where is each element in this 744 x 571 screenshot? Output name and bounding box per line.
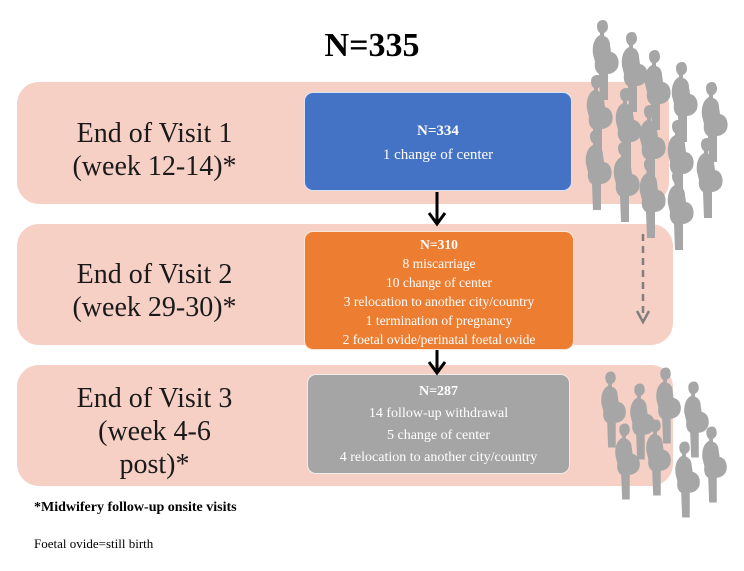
total-count: N=335 xyxy=(324,27,420,64)
visit-1-label-line-2: (week 12-14)* xyxy=(72,151,237,182)
pregnant-woman-icon xyxy=(696,138,723,218)
pregnant-woman-icon xyxy=(630,383,655,460)
pregnant-woman-icon xyxy=(621,32,648,112)
pregnant-woman-icon xyxy=(702,426,727,503)
pregnant-woman-icon xyxy=(592,20,619,100)
pregnant-woman-icon xyxy=(585,130,612,210)
pregnant-woman-icon xyxy=(639,105,666,185)
pregnant-woman-icon xyxy=(586,75,613,155)
visit-3-label-line-3: post)* xyxy=(119,449,190,480)
visit-3-box: N=287 14 follow-up withdrawal 5 change o… xyxy=(307,374,570,474)
visit-3-label-line-1: End of Visit 3 xyxy=(76,383,233,414)
pregnant-woman-icon xyxy=(667,170,694,250)
visit-2-label-line-1: End of Visit 2 xyxy=(76,259,233,290)
pregnant-woman-icon xyxy=(667,120,694,200)
visit-1-label: End of Visit 1 (week 12-14)* xyxy=(17,117,292,183)
dashed-arrow-icon xyxy=(635,234,651,325)
visit-2-detail-5: 2 foetal ovide/perinatal foetal ovide xyxy=(342,332,536,347)
pregnant-woman-icon xyxy=(615,423,640,500)
visit-3-label-line-2: (week 4-6 xyxy=(98,416,211,447)
visits-footnote: *Midwifery follow-up onsite visits xyxy=(34,500,237,515)
pregnant-woman-icon xyxy=(684,381,709,458)
visit-1-box: N=334 1 change of center xyxy=(304,92,572,191)
visit-2-detail-4: 1 termination of pregnancy xyxy=(365,313,513,328)
visit-3-label: End of Visit 3 (week 4-6 post)* xyxy=(17,382,292,481)
visit-2-detail-3: 3 relocation to another city/country xyxy=(343,294,535,309)
pregnant-woman-icon xyxy=(615,88,642,168)
visit-2-detail-2: 10 change of center xyxy=(385,275,493,290)
arrow-visit-2-to-3 xyxy=(427,350,447,376)
definition-footnote: Foetal ovide=still birth xyxy=(34,536,154,551)
pregnant-woman-icon xyxy=(639,158,666,238)
pregnant-woman-icon xyxy=(613,142,640,222)
visit-3-count: N=287 xyxy=(418,384,459,399)
visit-2-label: End of Visit 2 (week 29-30)* xyxy=(17,258,292,324)
visit-2-label-line-2: (week 29-30)* xyxy=(72,292,237,323)
visit-3-detail-2: 5 change of center xyxy=(387,428,490,443)
visit-2-box: N=310 8 miscarriage 10 change of center … xyxy=(304,231,574,350)
pregnant-woman-icon xyxy=(644,50,671,130)
pregnant-woman-icon xyxy=(701,82,728,162)
visit-2-count: N=310 xyxy=(420,237,458,252)
pregnant-woman-icon xyxy=(601,371,626,448)
pregnant-woman-icon xyxy=(671,62,698,142)
visit-1-count: N=334 xyxy=(417,123,459,139)
visit-3-detail-1: 14 follow-up withdrawal xyxy=(368,406,509,421)
pregnant-woman-icon xyxy=(675,441,700,518)
arrow-visit-1-to-2 xyxy=(427,192,447,227)
pregnant-woman-icon xyxy=(646,419,671,496)
visit-2-detail-1: 8 miscarriage xyxy=(402,256,476,271)
visit-3-detail-3: 4 relocation to another city/country xyxy=(339,450,538,465)
visit-1-label-line-1: End of Visit 1 xyxy=(76,118,233,149)
pregnant-woman-icon xyxy=(656,367,681,444)
visit-1-detail-1: 1 change of center xyxy=(382,147,494,163)
